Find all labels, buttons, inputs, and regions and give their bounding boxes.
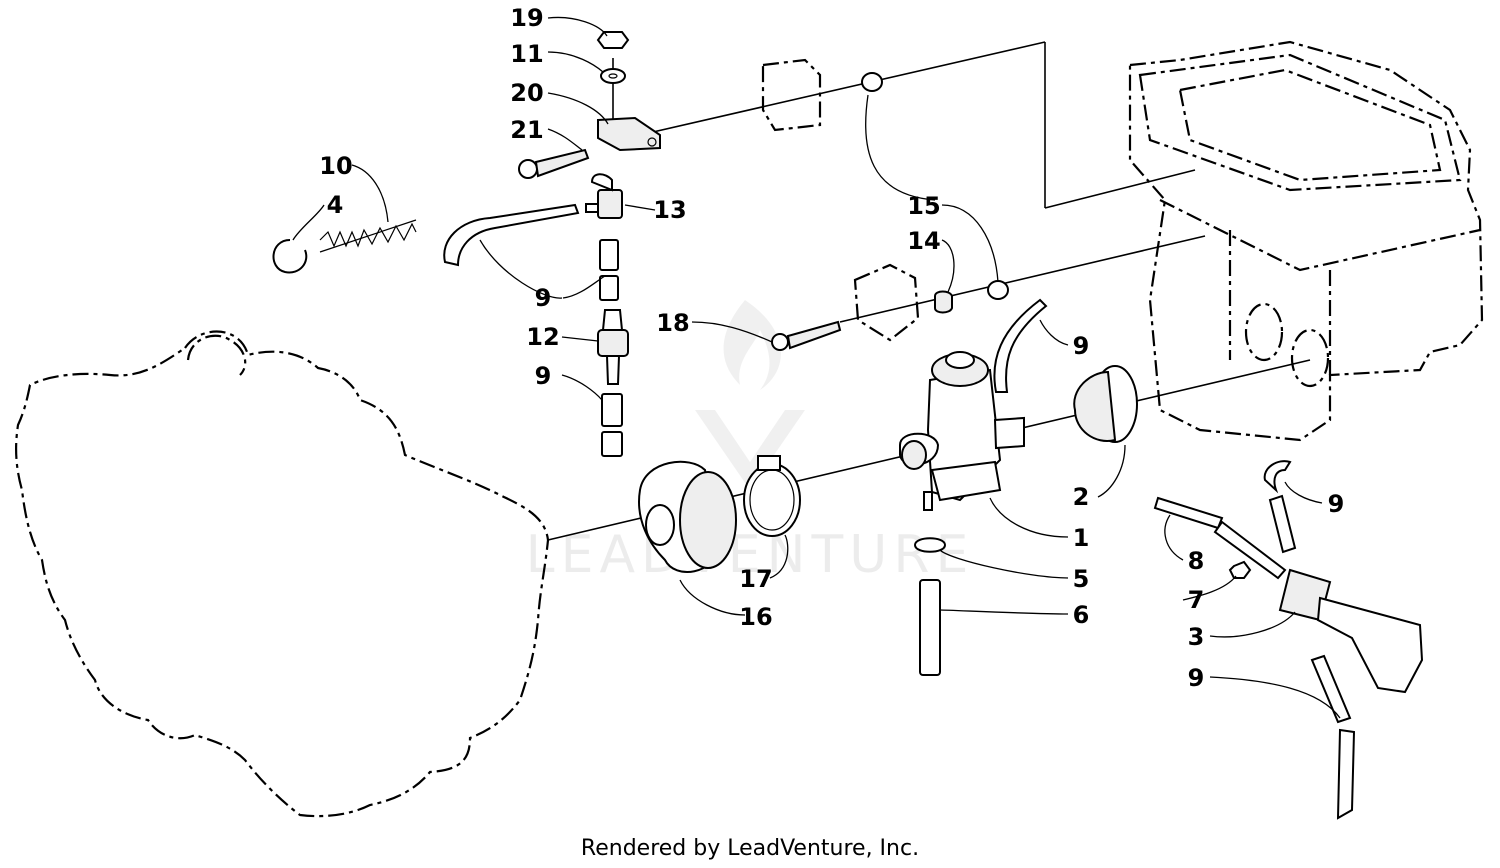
mount-bolt-part bbox=[771, 320, 842, 351]
intake-flange-part bbox=[638, 460, 737, 573]
hose-segment-part bbox=[599, 239, 619, 271]
callout-5: 5 bbox=[1073, 565, 1090, 593]
drain-hose-part bbox=[919, 579, 941, 676]
small-nut-part bbox=[1228, 560, 1252, 579]
callout-9-hose-c: 9 bbox=[535, 362, 552, 390]
grommet-upper-part bbox=[861, 72, 883, 92]
engine-outline-top bbox=[186, 334, 247, 376]
washer-part bbox=[600, 68, 626, 84]
watermark-flame-icon bbox=[723, 300, 781, 390]
fuel-pump-part bbox=[1278, 568, 1424, 694]
watermark-text: LEADVENTURE bbox=[526, 525, 975, 585]
callout-7: 7 bbox=[1188, 586, 1205, 614]
callout-21: 21 bbox=[510, 116, 543, 144]
callout-9-hose-d: 9 bbox=[1328, 490, 1345, 518]
spacer-part bbox=[934, 290, 953, 314]
callout-9-hose-e: 9 bbox=[1188, 664, 1205, 692]
callout-15: 15 bbox=[907, 192, 940, 220]
watermark: LEADVENTURE bbox=[526, 300, 975, 585]
callout-18: 18 bbox=[656, 309, 689, 337]
callout-2: 2 bbox=[1073, 483, 1090, 511]
callout-labels: 19 11 20 21 10 4 13 15 14 9 18 12 9 9 9 … bbox=[319, 4, 1344, 692]
spring-part bbox=[319, 219, 417, 253]
fuel-hose-part bbox=[443, 203, 580, 267]
engine-outline bbox=[15, 330, 550, 818]
callout-13: 13 bbox=[653, 196, 686, 224]
hose-right-upper-part bbox=[1263, 460, 1292, 494]
watermark-v-icon bbox=[695, 410, 805, 490]
callout-11: 11 bbox=[510, 40, 543, 68]
callout-14: 14 bbox=[907, 227, 940, 255]
callout-16: 16 bbox=[739, 603, 772, 631]
carb-bracket-part bbox=[853, 263, 920, 342]
grommet-lower-part bbox=[987, 280, 1009, 300]
callout-3: 3 bbox=[1188, 623, 1205, 651]
callout-9-hose-b: 9 bbox=[1073, 332, 1090, 360]
callout-9-hose-a: 9 bbox=[535, 284, 552, 312]
callout-1: 1 bbox=[1073, 524, 1090, 552]
hose-clamp-part bbox=[913, 537, 947, 553]
nut-part bbox=[596, 31, 630, 49]
bracket-part bbox=[597, 116, 661, 152]
callout-6: 6 bbox=[1073, 601, 1090, 629]
mount-bracket-part bbox=[761, 58, 822, 132]
callout-20: 20 bbox=[510, 79, 543, 107]
cap-part bbox=[1073, 365, 1138, 443]
vent-hose-part bbox=[993, 298, 1048, 393]
callout-leaders bbox=[292, 16, 1341, 719]
clip-part bbox=[272, 239, 308, 274]
carburetor-part bbox=[899, 351, 1025, 511]
hose-right-lower-part bbox=[1310, 654, 1352, 724]
hose-right-mid-part bbox=[1153, 496, 1224, 530]
callout-10: 10 bbox=[319, 152, 352, 180]
callout-8: 8 bbox=[1188, 547, 1205, 575]
callout-12: 12 bbox=[526, 323, 559, 351]
callout-4: 4 bbox=[327, 191, 344, 219]
band-clamp-part bbox=[743, 455, 801, 537]
airbox-outline bbox=[1128, 40, 1484, 442]
fuel-valve-part bbox=[585, 173, 623, 219]
callout-19: 19 bbox=[510, 4, 543, 32]
callout-17: 17 bbox=[739, 565, 772, 593]
footer-credit: Rendered by LeadVenture, Inc. bbox=[580, 836, 920, 861]
screw-part bbox=[518, 148, 590, 179]
fuel-filter-part bbox=[597, 309, 629, 385]
